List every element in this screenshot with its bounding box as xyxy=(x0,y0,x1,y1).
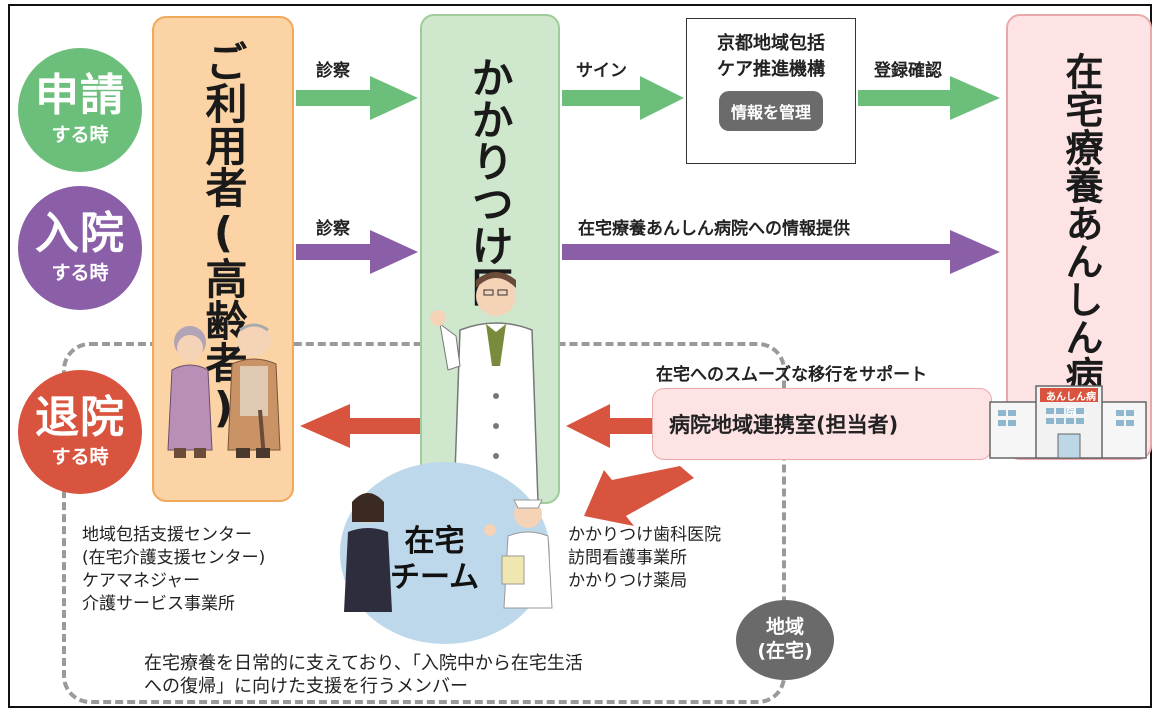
stage-admit-circle: 入院 する時 xyxy=(18,186,142,310)
label-sign: サイン xyxy=(576,61,627,81)
organization-box: 京都地域包括 ケア推進機構 情報を管理 xyxy=(686,18,856,164)
stage-apply-main: 申請 xyxy=(35,69,125,121)
hospital-column-label: 在宅療養あんしん病院 xyxy=(1059,52,1103,432)
hospital-column: 在宅療養あんしん病院 xyxy=(1006,14,1152,460)
doctor-column-label: かかりつけ医 xyxy=(465,56,514,308)
org-title-line2: ケア推進機構 xyxy=(717,59,825,81)
org-title-line1: 京都地域包括 xyxy=(717,33,825,54)
left-member: 地域包括支援センター xyxy=(82,525,252,545)
arrow-liaison-to-doctor-red xyxy=(566,404,652,448)
liaison-box: 病院地域連携室(担当者) xyxy=(652,388,992,460)
liaison-label: 病院地域連携室(担当者) xyxy=(669,413,899,437)
elderly-couple-illustration xyxy=(167,323,281,459)
stage-discharge-circle: 退院 する時 xyxy=(18,370,142,494)
arrow-register-green xyxy=(858,76,1000,120)
arrow-doctor-to-user-red xyxy=(300,404,420,448)
stage-admit-sub: する時 xyxy=(51,261,109,284)
right-member: 訪問看護事業所 xyxy=(568,547,687,568)
arrow-info-purple xyxy=(562,230,1000,274)
label-exam-2: 診察 xyxy=(316,219,350,239)
hospital-sign: あんしん病院 xyxy=(1046,392,1096,418)
footer-line2: への復帰」に向けた支援を行うメンバー xyxy=(144,676,468,698)
home-team-line1: 在宅 xyxy=(404,524,465,559)
footer-description: 在宅療養を日常的に支えており、「入院中から在宅生活 への復帰」に向けた支援を行う… xyxy=(144,652,583,699)
arrow-exam-green xyxy=(296,76,418,120)
label-register: 登録確認 xyxy=(874,61,942,81)
stage-apply-circle: 申請 する時 xyxy=(18,48,142,172)
label-info: 在宅療養あんしん病院への情報提供 xyxy=(578,219,850,239)
right-members-list: かかりつけ歯科医院 訪問看護事業所 かかりつけ薬局 xyxy=(568,524,721,593)
arrow-sign-green xyxy=(562,76,684,120)
region-line2: (在宅) xyxy=(757,640,813,662)
footer-line1: 在宅療養を日常的に支えており、「入院中から在宅生活 xyxy=(144,653,583,674)
arrow-exam-purple xyxy=(296,230,418,274)
region-line1: 地域 xyxy=(765,616,804,639)
label-smooth: 在宅へのスムーズな移行をサポート xyxy=(656,365,928,385)
region-circle: 地域 (在宅) xyxy=(736,600,834,680)
stage-admit-main: 入院 xyxy=(35,207,125,259)
stage-discharge-sub: する時 xyxy=(51,445,109,468)
left-member: 介護サービス事業所 xyxy=(82,593,235,614)
left-member: (在宅介護支援センター) xyxy=(82,547,266,568)
org-badge: 情報を管理 xyxy=(718,91,823,132)
right-member: かかりつけ薬局 xyxy=(568,570,688,591)
stage-discharge-main: 退院 xyxy=(35,391,125,443)
right-member: かかりつけ歯科医院 xyxy=(568,525,722,545)
home-team-line2: チーム xyxy=(390,560,480,595)
label-exam-1: 診察 xyxy=(316,61,350,81)
left-members-list: 地域包括支援センター (在宅介護支援センター) ケアマネジャー 介護サービス事業… xyxy=(82,524,265,616)
stage-apply-sub: する時 xyxy=(51,123,109,146)
doctor-illustration xyxy=(430,272,539,503)
hospital-building-icon xyxy=(989,385,1147,459)
left-member: ケアマネジャー xyxy=(82,570,201,591)
home-team-figures xyxy=(344,493,553,612)
arrow-liaison-to-team-red xyxy=(584,466,694,526)
home-team-label: 在宅 チーム xyxy=(390,524,479,596)
